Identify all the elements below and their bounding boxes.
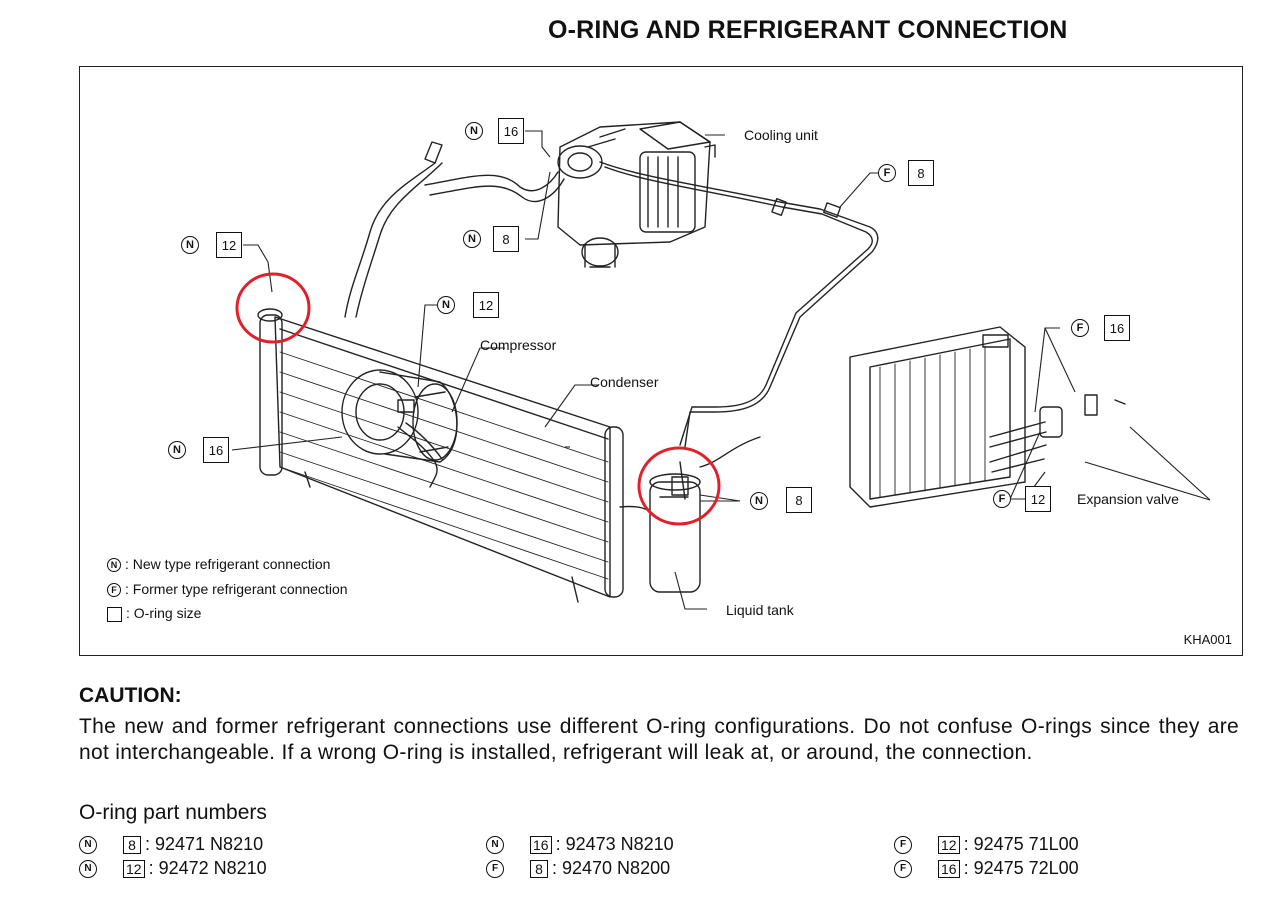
callout-oring-size: 16	[498, 118, 524, 144]
callout-oring-size: 12	[1025, 486, 1051, 512]
part-symbol: N	[79, 835, 97, 854]
callout-symbol-n: N	[465, 122, 483, 140]
diagram-drawing	[231, 121, 1211, 610]
part-number-value: : 92473 N8210	[555, 834, 674, 854]
label-expansion-valve: Expansion valve	[1077, 491, 1179, 507]
callout-symbol-f: F	[993, 490, 1011, 508]
caution-text: The new and former refrigerant connectio…	[79, 715, 1239, 764]
callout-oring-size: 8	[786, 487, 812, 513]
part-numbers-title: O-ring part numbers	[79, 801, 267, 824]
label-liquid-tank: Liquid tank	[726, 602, 794, 618]
callout-symbol-n: N	[168, 441, 186, 459]
part-number-item: N 8 : 92471 N8210	[79, 834, 263, 855]
figure-code: KHA001	[1183, 632, 1232, 647]
legend-oring-size: : O-ring size	[107, 605, 201, 622]
part-symbol: N	[79, 859, 97, 878]
page-title: O-RING AND REFRIGERANT CONNECTION	[548, 16, 1068, 44]
part-number-item: F 12 : 92475 71L00	[894, 834, 1079, 855]
legend-new-text: : New type refrigerant connection	[125, 556, 331, 572]
part-oring-size: 8	[530, 859, 548, 878]
part-number-value: : 92475 71L00	[963, 834, 1079, 854]
part-number-value: : 92470 N8200	[552, 858, 671, 878]
cooling-unit-drawing	[557, 121, 716, 268]
legend-symbol-f: F	[107, 583, 121, 598]
legend-oring-text: : O-ring size	[126, 605, 202, 621]
label-compressor: Compressor	[480, 337, 557, 353]
callout-oring-size: 12	[473, 292, 499, 318]
highlight-circle-condenser-inlet	[235, 272, 311, 344]
callout-symbol-f: F	[878, 164, 896, 182]
high-pressure-tube-drawing	[599, 161, 879, 448]
part-number-value: : 92475 72L00	[963, 858, 1079, 878]
callout-symbol-f: F	[1071, 319, 1089, 337]
callout-oring-size: 12	[216, 232, 242, 258]
liquid-tank-drawing	[619, 436, 761, 593]
part-number-item: N 16 : 92473 N8210	[486, 834, 674, 855]
evaporator-drawing	[849, 326, 1126, 508]
part-symbol: F	[894, 859, 912, 878]
callout-oring-size: 8	[493, 226, 519, 252]
part-number-item: F 8 : 92470 N8200	[486, 858, 670, 879]
label-cooling-unit: Cooling unit	[744, 127, 818, 143]
label-condenser: Condenser	[590, 374, 659, 390]
legend-symbol-n: N	[107, 558, 121, 573]
caution-title: CAUTION:	[79, 684, 182, 707]
compressor-drawing	[341, 369, 458, 488]
legend-new-type: N : New type refrigerant connection	[107, 556, 331, 573]
callout-symbol-n: N	[750, 492, 768, 510]
part-oring-size: 8	[123, 835, 141, 854]
suction-hose-drawing	[344, 141, 565, 318]
callout-symbol-n: N	[181, 236, 199, 254]
diagram-figure: Cooling unit Compressor Condenser Liquid…	[79, 66, 1243, 656]
highlight-circle-liquid-tank	[637, 446, 721, 526]
part-oring-size: 16	[530, 835, 552, 854]
legend-former-text: : Former type refrigerant connection	[125, 581, 348, 597]
callout-symbol-n: N	[437, 296, 455, 314]
callout-symbol-n: N	[463, 230, 481, 248]
part-symbol: F	[486, 859, 504, 878]
condenser-drawing	[257, 308, 624, 603]
part-number-item: N 12 : 92472 N8210	[79, 858, 267, 879]
part-number-item: F 16 : 92475 72L00	[894, 858, 1079, 879]
legend-former-type: F : Former type refrigerant connection	[107, 581, 348, 598]
part-number-value: : 92471 N8210	[145, 834, 264, 854]
part-oring-size: 12	[123, 859, 145, 878]
part-symbol: N	[486, 835, 504, 854]
legend-square-icon	[107, 606, 122, 622]
callout-oring-size: 16	[1104, 315, 1130, 341]
part-oring-size: 12	[938, 835, 960, 854]
part-number-value: : 92472 N8210	[148, 858, 267, 878]
highlight-circles	[235, 272, 721, 526]
callout-oring-size: 8	[908, 160, 934, 186]
part-symbol: F	[894, 835, 912, 854]
callout-oring-size: 16	[203, 437, 229, 463]
part-oring-size: 16	[938, 859, 960, 878]
